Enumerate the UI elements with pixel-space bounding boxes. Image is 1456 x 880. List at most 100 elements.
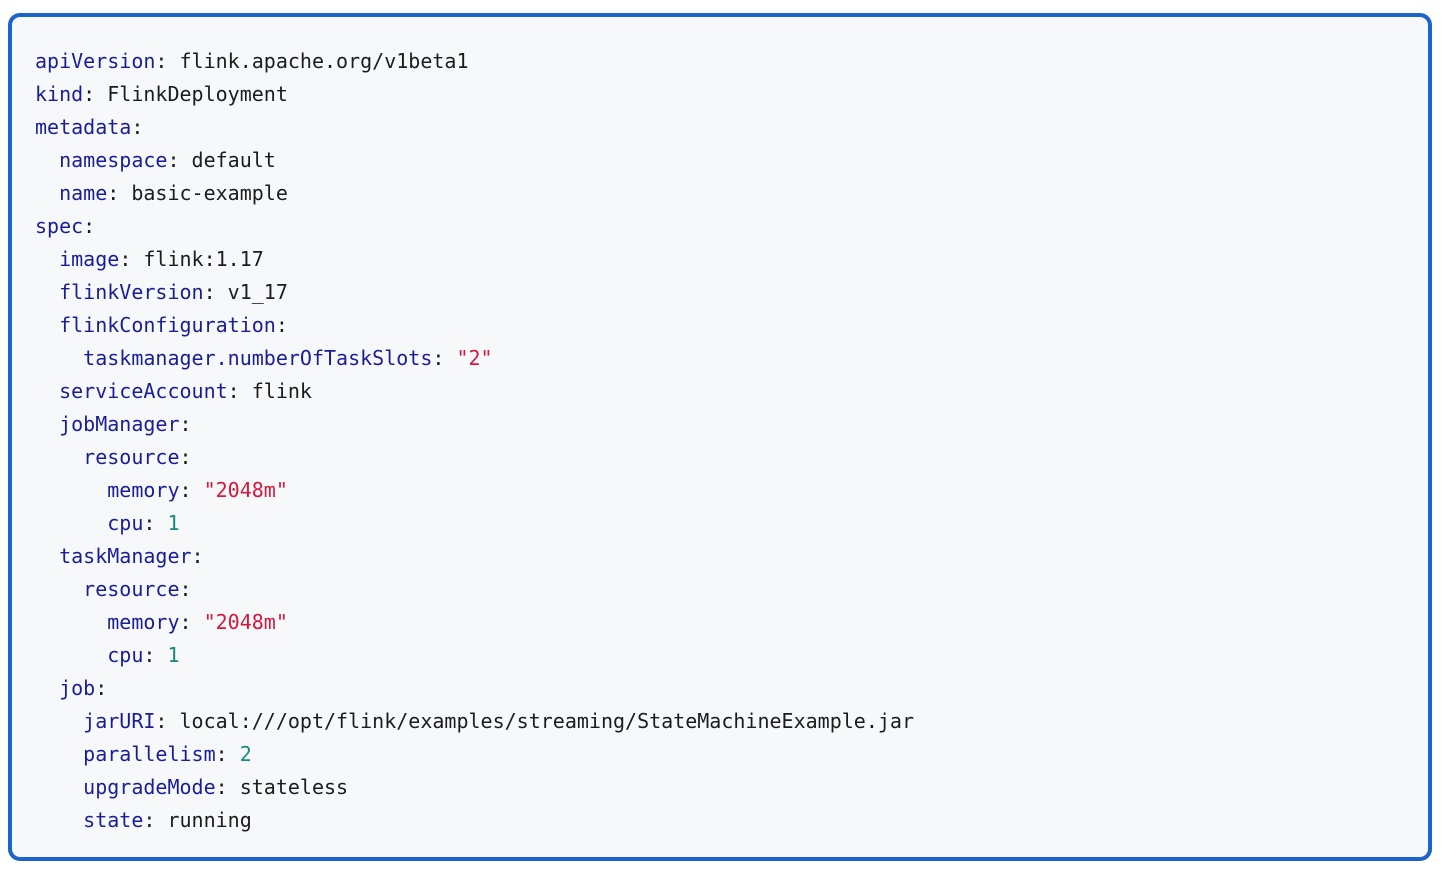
code-line: taskManager:: [35, 540, 1410, 573]
code-token-plain: [35, 181, 59, 205]
code-line: cpu: 1: [35, 639, 1410, 672]
code-line: spec:: [35, 210, 1410, 243]
code-token-key: upgradeMode: [83, 775, 216, 799]
code-token-key: kind: [35, 82, 84, 106]
code-token-plain: : basic-example: [107, 181, 288, 205]
code-token-plain: [35, 445, 83, 469]
code-token-key: apiVersion: [35, 49, 156, 73]
code-token-plain: : running: [143, 808, 252, 832]
code-token-plain: [35, 379, 59, 403]
code-token-key: jarURI: [83, 709, 156, 733]
code-token-key: memory: [107, 478, 180, 502]
code-line: kind: FlinkDeployment: [35, 78, 1410, 111]
code-token-key: resource: [83, 577, 180, 601]
code-line: metadata:: [35, 111, 1410, 144]
code-token-key: spec: [35, 214, 84, 238]
code-token-plain: [35, 346, 83, 370]
code-token-key: taskmanager.numberOfTaskSlots: [83, 346, 433, 370]
code-token-plain: [35, 577, 83, 601]
code-line: memory: "2048m": [35, 474, 1410, 507]
code-token-key: cpu: [107, 643, 144, 667]
code-token-plain: : v1_17: [203, 280, 288, 304]
code-token-num: 1: [167, 511, 180, 535]
code-token-key: image: [59, 247, 120, 271]
code-token-plain: [35, 775, 83, 799]
code-token-str: "2": [456, 346, 493, 370]
code-line: upgradeMode: stateless: [35, 771, 1410, 804]
code-token-plain: :: [179, 478, 204, 502]
code-token-key: name: [59, 181, 108, 205]
code-line: resource:: [35, 441, 1410, 474]
code-token-plain: :: [179, 412, 192, 436]
code-token-plain: [35, 676, 59, 700]
code-token-key: flinkConfiguration: [59, 313, 276, 337]
code-token-plain: [35, 742, 83, 766]
code-token-plain: : flink:1.17: [119, 247, 264, 271]
code-token-plain: : default: [167, 148, 276, 172]
code-token-plain: : flink: [227, 379, 312, 403]
code-token-str: "2048m": [203, 610, 288, 634]
code-line: serviceAccount: flink: [35, 375, 1410, 408]
code-token-plain: :: [275, 313, 288, 337]
code-token-plain: :: [179, 577, 192, 601]
code-token-plain: [35, 148, 59, 172]
code-token-plain: :: [131, 115, 144, 139]
code-token-plain: : FlinkDeployment: [83, 82, 288, 106]
code-token-plain: :: [83, 214, 96, 238]
code-token-plain: :: [432, 346, 457, 370]
code-line: jarURI: local:///opt/flink/examples/stre…: [35, 705, 1410, 738]
code-token-plain: : flink.apache.org/v1beta1: [155, 49, 469, 73]
code-token-plain: [35, 808, 83, 832]
code-token-key: parallelism: [83, 742, 216, 766]
code-token-plain: [35, 412, 59, 436]
code-token-key: memory: [107, 610, 180, 634]
code-token-plain: :: [179, 610, 204, 634]
code-line: image: flink:1.17: [35, 243, 1410, 276]
code-token-key: flinkVersion: [59, 280, 204, 304]
code-token-plain: [35, 247, 59, 271]
code-line: memory: "2048m": [35, 606, 1410, 639]
code-line: namespace: default: [35, 144, 1410, 177]
code-token-plain: : stateless: [215, 775, 349, 799]
code-token-key: cpu: [107, 511, 144, 535]
code-line: flinkVersion: v1_17: [35, 276, 1410, 309]
code-line: taskmanager.numberOfTaskSlots: "2": [35, 342, 1410, 375]
code-token-plain: [35, 280, 59, 304]
code-line: flinkConfiguration:: [35, 309, 1410, 342]
code-line: resource:: [35, 573, 1410, 606]
code-token-plain: [35, 544, 59, 568]
code-line: name: basic-example: [35, 177, 1410, 210]
code-token-plain: : local:///opt/flink/examples/streaming/…: [155, 709, 915, 733]
code-token-plain: [35, 643, 107, 667]
code-token-key: jobManager: [59, 412, 180, 436]
code-line: job:: [35, 672, 1410, 705]
code-token-key: taskManager: [59, 544, 192, 568]
code-token-plain: :: [95, 676, 108, 700]
code-token-plain: [35, 478, 107, 502]
code-token-plain: :: [143, 643, 168, 667]
code-token-key: metadata: [35, 115, 132, 139]
code-token-plain: :: [143, 511, 168, 535]
code-token-plain: [35, 313, 59, 337]
code-token-plain: [35, 511, 107, 535]
code-token-num: 2: [239, 742, 252, 766]
code-line: jobManager:: [35, 408, 1410, 441]
code-line: apiVersion: flink.apache.org/v1beta1: [35, 45, 1410, 78]
code-line: state: running: [35, 804, 1410, 837]
code-token-plain: :: [179, 445, 192, 469]
code-line: parallelism: 2: [35, 738, 1410, 771]
code-token-key: state: [83, 808, 144, 832]
code-token-key: serviceAccount: [59, 379, 228, 403]
code-token-str: "2048m": [203, 478, 288, 502]
code-line: cpu: 1: [35, 507, 1410, 540]
code-token-key: resource: [83, 445, 180, 469]
code-token-key: namespace: [59, 148, 168, 172]
code-token-key: job: [59, 676, 96, 700]
code-token-plain: [35, 709, 83, 733]
code-token-plain: :: [191, 544, 204, 568]
code-token-plain: [35, 610, 107, 634]
code-token-num: 1: [167, 643, 180, 667]
code-token-plain: :: [215, 742, 240, 766]
